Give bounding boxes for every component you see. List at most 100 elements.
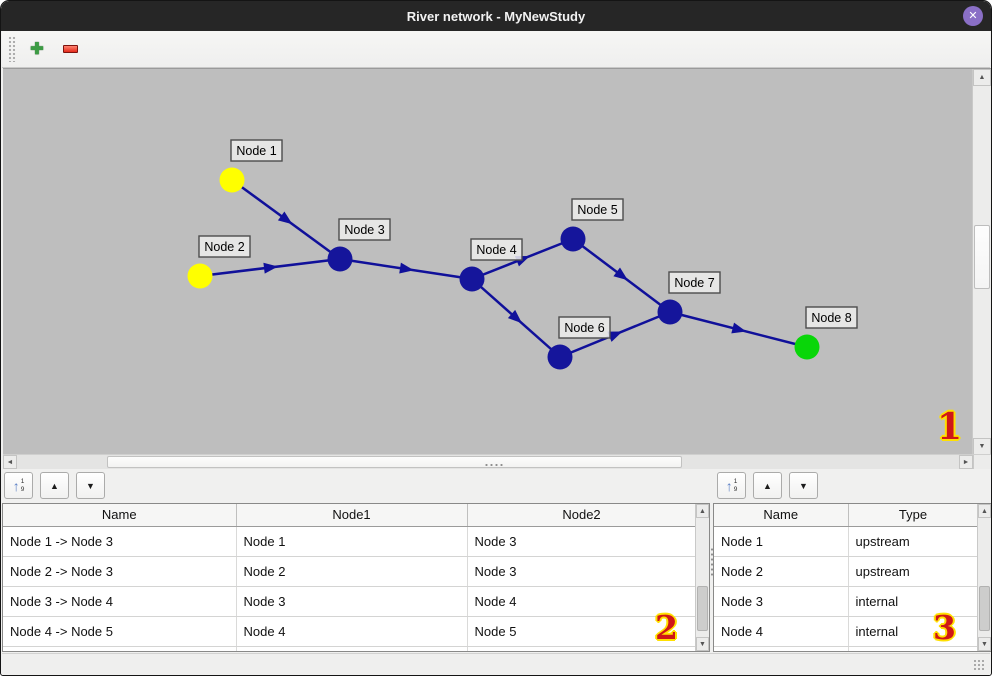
scroll-left-button[interactable]: ◄ xyxy=(3,455,17,469)
reach-move-down-button[interactable]: ▼ xyxy=(76,472,105,499)
scroll-right-button[interactable]: ► xyxy=(959,455,973,469)
horizontal-scrollbar-thumb[interactable] xyxy=(107,456,682,468)
node-table-scrollbar[interactable]: ▲ ▼ xyxy=(977,504,991,651)
table-cell[interactable]: Node 1 xyxy=(714,526,849,557)
titlebar[interactable]: River network - MyNewStudy ✕ xyxy=(1,1,991,31)
close-button[interactable]: ✕ xyxy=(963,6,983,26)
vertical-splitter-handle[interactable] xyxy=(710,547,714,577)
node-label-node6[interactable]: Node 6 xyxy=(558,316,611,339)
canvas-vertical-scrollbar[interactable]: ▲ ▼ xyxy=(972,69,991,455)
table-cell[interactable] xyxy=(848,646,979,651)
scroll-down-button[interactable]: ▼ xyxy=(973,438,991,455)
reach-edge-Node1-Node3[interactable] xyxy=(231,178,341,261)
table-cell[interactable]: upstream xyxy=(848,556,979,587)
node-node7[interactable] xyxy=(657,299,683,325)
flow-arrow-icon xyxy=(607,331,623,342)
reach-edge-Node7-Node8[interactable] xyxy=(669,310,808,349)
table-cell[interactable]: Node 3 xyxy=(467,556,697,587)
table-cell[interactable]: Node 2 xyxy=(236,556,468,587)
column-header[interactable]: Name xyxy=(714,504,849,527)
table-cell[interactable]: Node 3 -> Node 4 xyxy=(3,586,237,617)
table-cell[interactable]: Node 4 xyxy=(467,586,697,617)
node-node6[interactable] xyxy=(547,344,573,370)
network-canvas[interactable]: Node 1 Node 2 Node 3 Node 4 Node 5 Node 6 Node… xyxy=(3,68,991,455)
canvas-horizontal-scrollbar[interactable]: ◄ ► xyxy=(3,454,991,469)
scroll-down-button[interactable]: ▼ xyxy=(978,637,991,651)
node-label-node1[interactable]: Node 1 xyxy=(230,139,283,162)
flow-arrow-icon xyxy=(613,267,628,281)
horizontal-splitter-handle[interactable] xyxy=(484,463,504,467)
vertical-scrollbar-thumb[interactable] xyxy=(974,225,990,289)
table-cell[interactable] xyxy=(3,646,237,651)
node-label-node5[interactable]: Node 5 xyxy=(571,198,624,221)
river-network-diagram[interactable]: Node 1 Node 2 Node 3 Node 4 Node 5 Node 6 Node… xyxy=(3,69,972,455)
column-header[interactable]: Name xyxy=(3,504,237,527)
table-row[interactable] xyxy=(3,646,697,651)
table-cell[interactable]: Node 3 xyxy=(236,586,468,617)
reach-table-scrollbar[interactable]: ▲ ▼ xyxy=(695,504,709,651)
node-move-up-button[interactable]: ▲ xyxy=(753,472,782,499)
node-node5[interactable] xyxy=(560,226,586,252)
scroll-down-button[interactable]: ▼ xyxy=(696,637,709,651)
reach-move-up-button[interactable]: ▲ xyxy=(40,472,69,499)
table-cell[interactable]: Node 3 xyxy=(714,586,849,617)
table-cell[interactable]: Node 2 -> Node 3 xyxy=(3,556,237,587)
column-header[interactable]: Node2 xyxy=(467,504,697,527)
node-move-down-button[interactable]: ▼ xyxy=(789,472,818,499)
node-label-node2[interactable]: Node 2 xyxy=(198,235,251,258)
column-header[interactable]: Node1 xyxy=(236,504,468,527)
node-label-node7[interactable]: Node 7 xyxy=(668,271,721,294)
svg-text:Node 5: Node 5 xyxy=(577,203,617,217)
reach-edge-Node2-Node3[interactable] xyxy=(199,257,341,278)
table-cell[interactable]: Node 3 xyxy=(467,526,697,557)
table-cell[interactable]: Node 5 xyxy=(467,616,697,647)
node-node8[interactable] xyxy=(794,334,820,360)
table-cell[interactable]: internal xyxy=(848,616,979,647)
table-cell[interactable]: Node 4 xyxy=(714,616,849,647)
scroll-up-button[interactable]: ▲ xyxy=(696,504,709,518)
table-cell[interactable]: Node 2 xyxy=(714,556,849,587)
table-cell[interactable]: Node 1 -> Node 3 xyxy=(3,526,237,557)
node-label-node8[interactable]: Node 8 xyxy=(805,306,858,329)
scrollbar-thumb[interactable] xyxy=(697,586,708,631)
remove-button[interactable] xyxy=(58,37,82,61)
table-cell[interactable]: Node 4 -> Node 5 xyxy=(3,616,237,647)
node-node4[interactable] xyxy=(459,266,485,292)
toolbar-drag-handle[interactable] xyxy=(8,36,16,62)
column-header[interactable]: Type xyxy=(848,504,979,527)
node-node3[interactable] xyxy=(327,246,353,272)
resize-grip[interactable] xyxy=(973,659,986,672)
node-label-node4[interactable]: Node 4 xyxy=(470,238,523,261)
add-button[interactable]: ✚ xyxy=(25,37,49,61)
table-cell[interactable]: Node 1 xyxy=(236,526,468,557)
reach-edge-Node4-Node6[interactable] xyxy=(471,278,561,358)
table-cell[interactable] xyxy=(714,646,849,651)
scroll-up-button[interactable]: ▲ xyxy=(973,69,991,86)
table-cell[interactable] xyxy=(236,646,468,651)
node-label-node3[interactable]: Node 3 xyxy=(338,218,391,241)
scroll-up-button[interactable]: ▲ xyxy=(978,504,991,518)
node-node1[interactable] xyxy=(219,167,245,193)
table-cell[interactable]: Node 4 xyxy=(236,616,468,647)
reach-edge-Node3-Node4[interactable] xyxy=(339,257,473,281)
reach-edge-Node6-Node7[interactable] xyxy=(559,310,671,359)
table-cell[interactable]: internal xyxy=(848,586,979,617)
scrollbar-thumb[interactable] xyxy=(979,586,990,631)
reach-edge-Node5-Node7[interactable] xyxy=(572,238,671,313)
node-node2[interactable] xyxy=(187,263,213,289)
table-cell[interactable]: upstream xyxy=(848,526,979,557)
